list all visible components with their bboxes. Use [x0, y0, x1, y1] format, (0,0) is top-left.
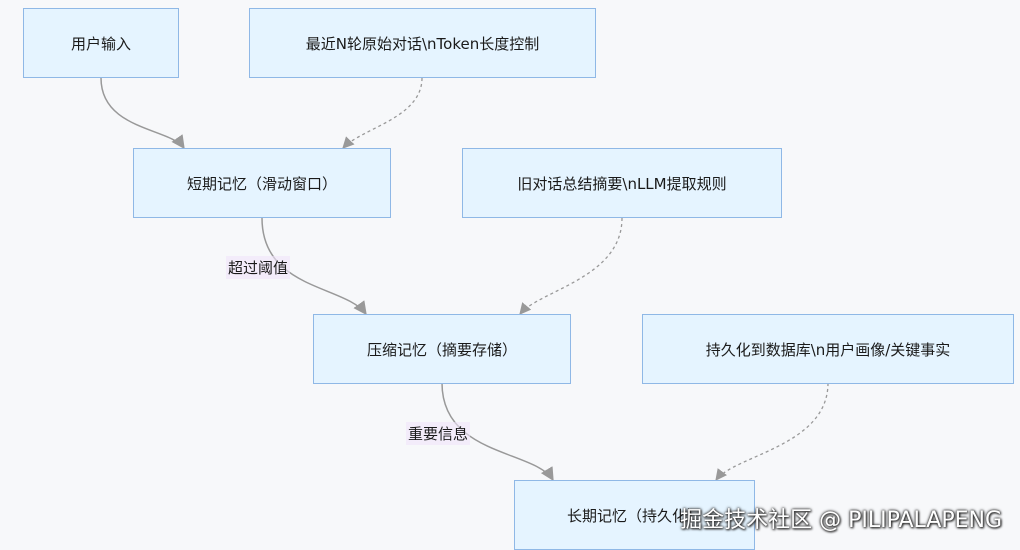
node-short-term-memory: 短期记忆（滑动窗口） — [133, 148, 391, 218]
node-persist: 持久化到数据库\n用户画像/关键事实 — [642, 314, 1014, 384]
node-recent-rounds: 最近N轮原始对话\nToken长度控制 — [249, 8, 596, 78]
watermark: 掘金技术社区 @ PILIPALAPENG — [680, 508, 1002, 533]
node-summarize: 旧对话总结摘要\nLLM提取规则 — [462, 148, 782, 218]
edge-label-threshold: 超过阈值 — [226, 256, 291, 279]
edge-summarize-to-compressed — [519, 217, 623, 315]
edge-user-to-short-term — [100, 77, 185, 150]
node-user-input: 用户输入 — [23, 8, 179, 78]
edge-short-to-compressed — [261, 217, 367, 316]
node-compressed-memory: 压缩记忆（摘要存储） — [313, 314, 571, 384]
edge-recent-to-short-term — [342, 77, 423, 149]
node-long-term-memory: 长期记忆（持久化） — [514, 480, 755, 550]
edge-persist-to-long-term — [715, 382, 829, 481]
edge-label-important: 重要信息 — [406, 422, 471, 445]
edge-compressed-to-long-term — [441, 382, 554, 482]
